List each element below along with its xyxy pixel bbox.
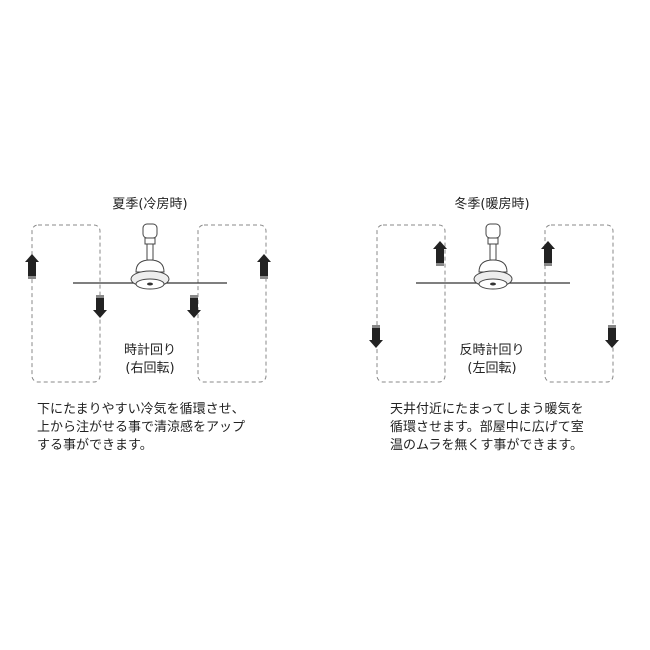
winter-rotation-detail: (左回転) <box>467 361 517 376</box>
summer-description: 下にたまりやすい冷気を循環させ、 上から注がせる事で清涼感をアップ する事ができ… <box>37 401 245 455</box>
airflow-loop-left <box>31 224 101 383</box>
arrow-up-icon <box>25 254 39 279</box>
summer-rotation: 時計回り <box>123 343 177 358</box>
ceiling-fan-icon <box>473 223 513 290</box>
arrow-up-icon <box>257 254 271 279</box>
arrow-down-icon <box>93 295 107 318</box>
arrow-down-icon <box>187 295 201 318</box>
ceiling-fan-icon <box>130 223 170 290</box>
summer-diagram <box>25 223 271 383</box>
arrow-down-icon <box>605 325 619 348</box>
summer-title: 夏季(冷房時) <box>112 197 188 212</box>
winter-rotation: 反時計回り <box>459 343 525 358</box>
description-line: 下にたまりやすい冷気を循環させ、 <box>37 402 245 417</box>
airflow-loop-right <box>544 224 614 383</box>
airflow-loop-right <box>197 224 267 383</box>
description-line: 温のムラを無くす事ができます。 <box>390 438 584 453</box>
description-line: 上から注がせる事で清涼感をアップ <box>37 420 246 435</box>
arrow-up-icon <box>541 241 555 266</box>
description-line: する事ができます。 <box>37 438 153 453</box>
airflow-loop-left <box>376 224 446 383</box>
description-line: 天井付近にたまってしまう暖気を <box>390 402 584 417</box>
description-line: 循環させます。部屋中に広げて室 <box>390 420 584 435</box>
winter-title: 冬季(暖房時) <box>454 197 530 212</box>
summer-rotation-detail: (右回転) <box>125 361 175 376</box>
arrow-down-icon <box>369 325 383 348</box>
winter-diagram <box>369 223 619 383</box>
winter-description: 天井付近にたまってしまう暖気を 循環させます。部屋中に広げて室 温のムラを無くす… <box>390 401 584 455</box>
